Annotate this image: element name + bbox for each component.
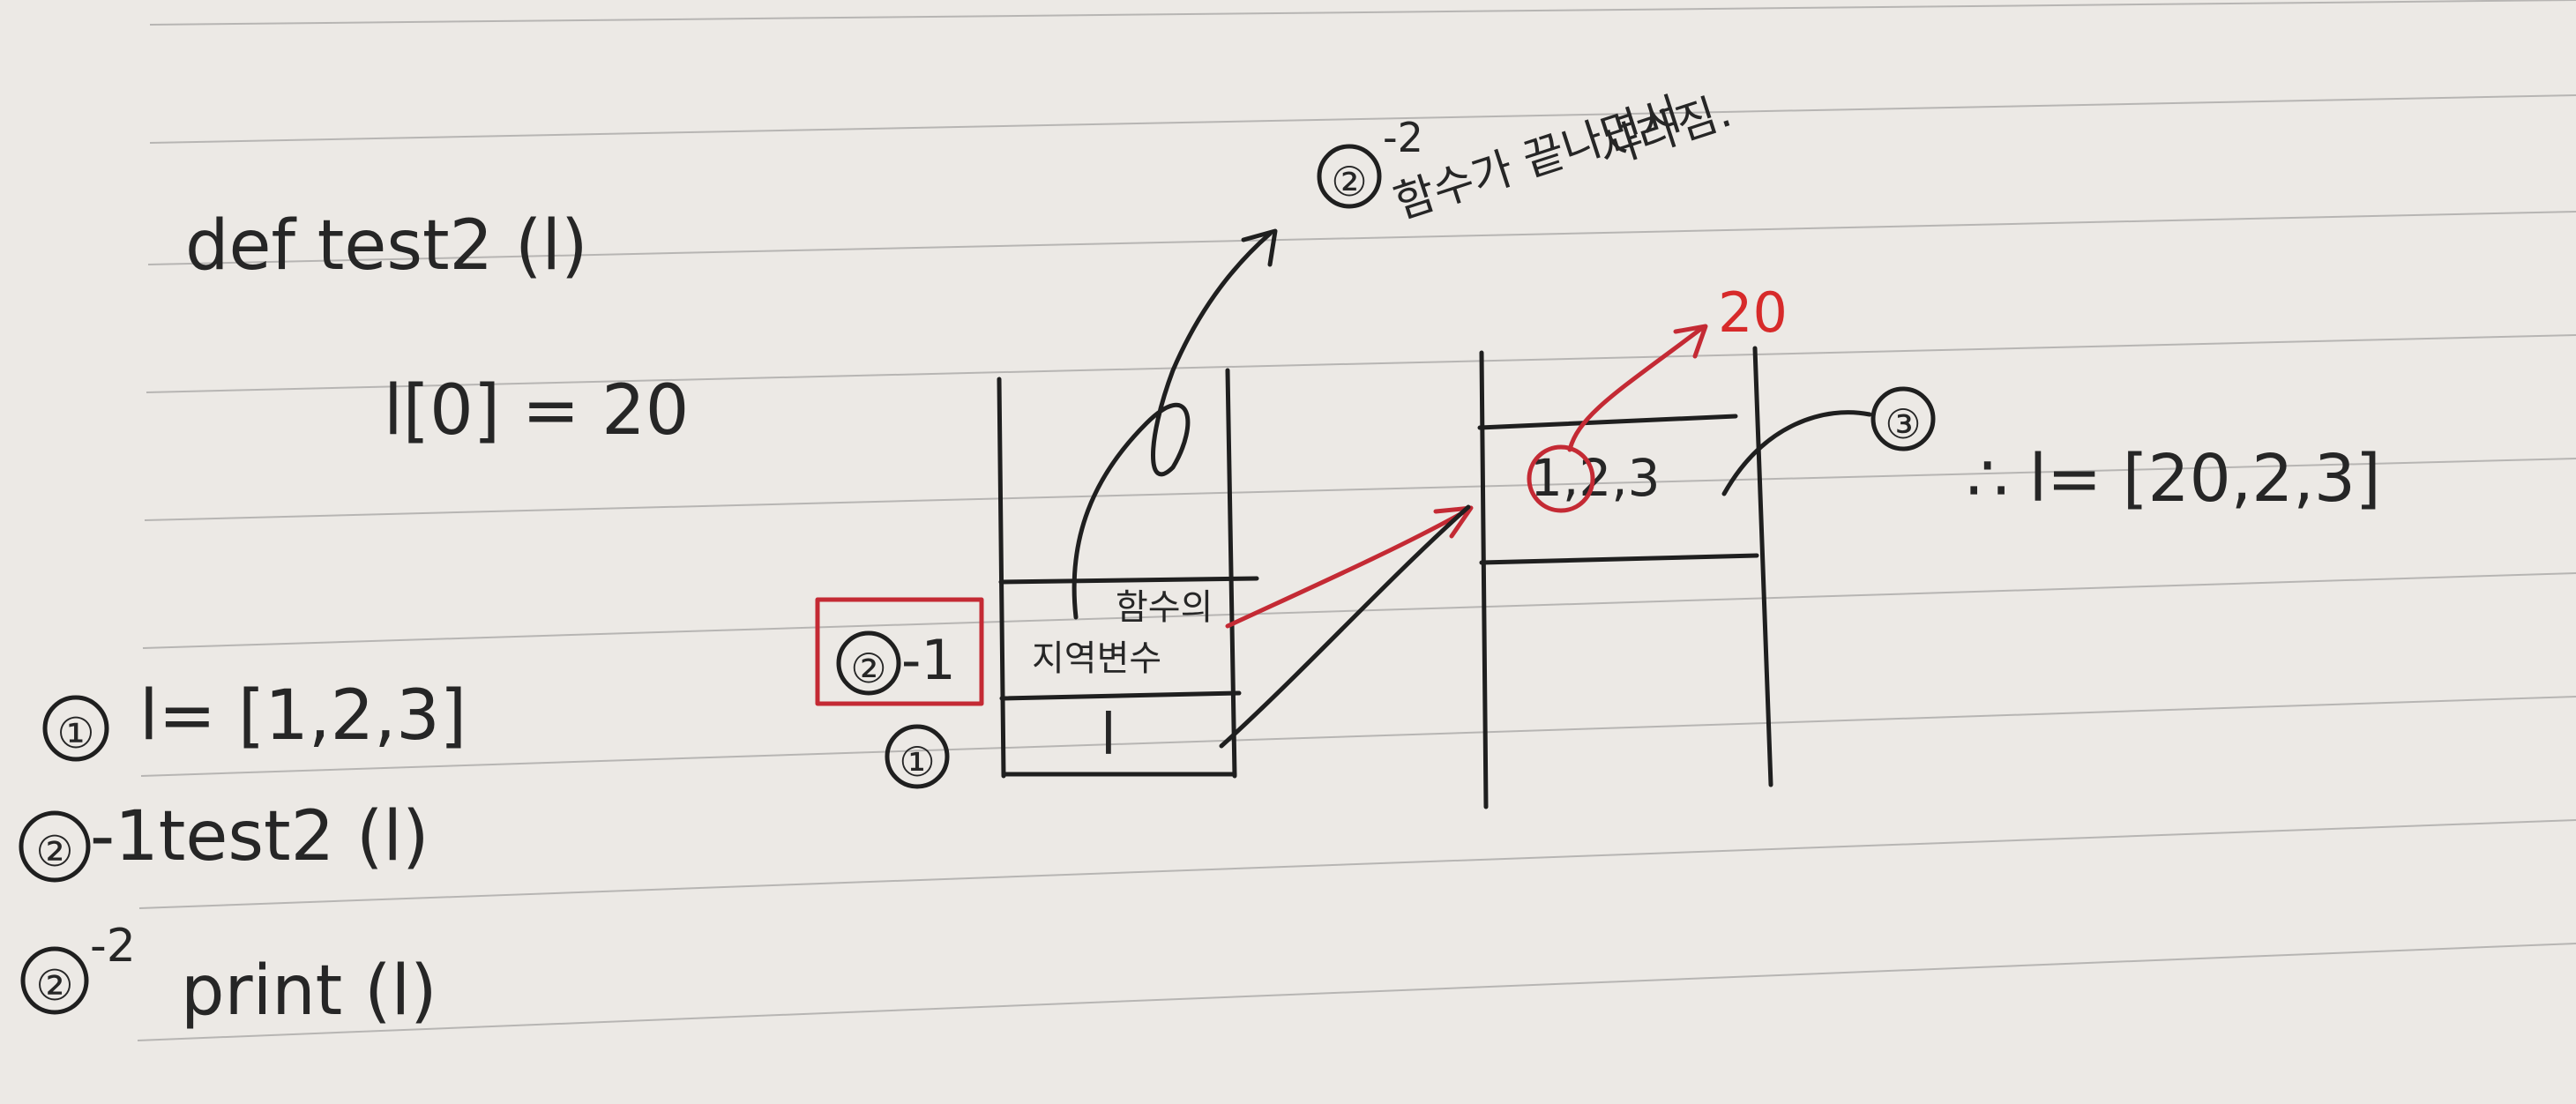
annotation-marker-suffix: -2 <box>1383 114 1423 161</box>
step-2-2-circle <box>20 946 89 1015</box>
top-annotation: ② -2 함수가 끝나면서 사라짐. <box>1317 86 1737 228</box>
stack-var: l <box>1101 703 1116 768</box>
frame-label-marker: ② <box>850 645 886 692</box>
step-1-circle <box>42 695 109 762</box>
local-ref-arrow <box>1225 507 1471 629</box>
def-line: def test2 (l) <box>185 206 588 286</box>
step-2-2-marker: ② <box>35 961 73 1011</box>
step-1-marker: ① <box>56 709 94 758</box>
changed-value: 20 <box>1718 280 1788 345</box>
change-arrow <box>1567 325 1705 452</box>
frame-label: ② -1 <box>815 597 984 706</box>
stack-var-marker: ① <box>899 738 935 786</box>
frame-to-annotation-arrow <box>1071 231 1273 620</box>
step-1-text: l= [1,2,3] <box>139 676 467 756</box>
frame-label-box <box>815 597 984 706</box>
step-2-1-circle <box>19 810 91 883</box>
step-2-2-suffix: -2 <box>90 920 136 973</box>
stack-memory <box>997 368 1259 779</box>
changed-element-circle <box>1527 444 1595 513</box>
heap-list-values: 1,2,3 <box>1530 448 1661 508</box>
frame-label-text: -1 <box>901 628 956 692</box>
step-1: ① l= [1,2,3] <box>42 676 467 762</box>
step-2-2: ② -2 print (l) <box>20 920 437 1031</box>
step-2-1-marker: ② <box>35 827 73 876</box>
heap-memory <box>1477 346 1773 809</box>
frame-note-line1: 함수의 <box>1116 587 1213 628</box>
param-ref-arrow <box>1219 504 1471 749</box>
step-2-1: ② -1test2 (l) <box>19 797 429 883</box>
frame-note-line2: 지역변수 <box>1032 638 1161 679</box>
step-2-2-code: print (l) <box>181 951 437 1031</box>
result-text: ∴ l= [20,2,3] <box>1967 441 2381 517</box>
annotation-marker: ② <box>1331 158 1367 205</box>
body-line: l[0] = 20 <box>384 371 689 451</box>
step-2-1-text: -1test2 (l) <box>90 797 429 876</box>
heap-ref-marker: ③ <box>1885 400 1921 448</box>
ruled-lines <box>137 0 2576 1041</box>
